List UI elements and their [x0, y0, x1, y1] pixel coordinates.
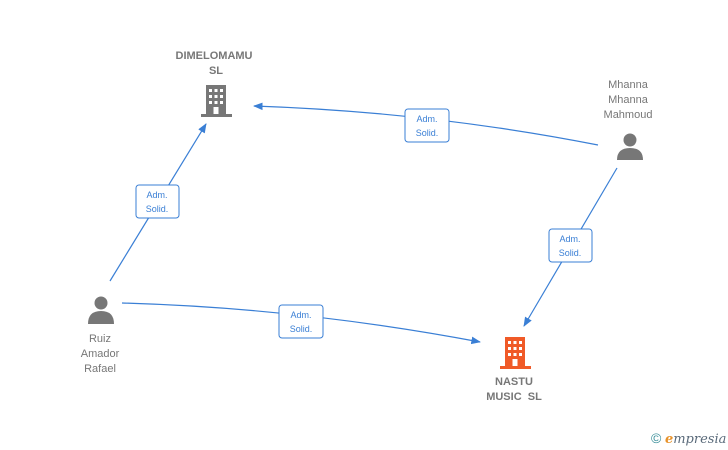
- person-name-line1: Mhanna: [608, 79, 649, 91]
- node-ruiz[interactable]: Ruiz Amador Rafael: [81, 296, 120, 376]
- edge-label-line1: Adm.: [290, 310, 311, 320]
- company-name-line1: NASTU: [495, 376, 533, 388]
- person-name-line2: Mhanna: [608, 94, 649, 106]
- edge-label-line2: Solid.: [146, 204, 169, 214]
- node-mhanna[interactable]: Mhanna Mhanna Mahmoud: [604, 79, 653, 160]
- edge-label-line2: Solid.: [559, 248, 582, 258]
- edge-label-line2: Solid.: [416, 128, 439, 138]
- edge-label-mhanna-dimelomamu: Adm. Solid.: [404, 108, 450, 143]
- node-dimelomamu[interactable]: DIMELOMAMU SL: [176, 50, 253, 117]
- brand-logo-letter: e: [664, 432, 674, 447]
- edge-label-ruiz-dimelomamu: Adm. Solid.: [135, 184, 180, 219]
- edge-label-line1: Adm.: [416, 114, 437, 124]
- person-name-line3: Rafael: [84, 363, 116, 375]
- edge-label-line1: Adm.: [146, 190, 167, 200]
- person-name-line2: Amador: [81, 348, 120, 360]
- company-name-line1: DIMELOMAMU: [176, 50, 253, 62]
- edge-label-line2: Solid.: [290, 324, 313, 334]
- person-icon: [617, 133, 643, 160]
- company-name-line2: MUSIC SL: [486, 391, 542, 403]
- edge-label-line1: Adm.: [559, 234, 580, 244]
- node-nastu[interactable]: NASTU MUSIC SL: [486, 337, 542, 403]
- building-icon: [201, 85, 232, 117]
- copyright-symbol: ©: [651, 430, 662, 446]
- building-icon: [500, 337, 531, 369]
- person-name-line1: Ruiz: [89, 333, 111, 345]
- brand-watermark: © empresia: [651, 430, 726, 447]
- person-name-line3: Mahmoud: [604, 109, 653, 121]
- edge-label-mhanna-nastu: Adm. Solid.: [548, 228, 593, 263]
- brand-logo-text: mpresia: [673, 432, 727, 447]
- company-name-line2: SL: [209, 65, 223, 77]
- edge-label-ruiz-nastu: Adm. Solid.: [278, 304, 324, 339]
- person-icon: [88, 296, 114, 324]
